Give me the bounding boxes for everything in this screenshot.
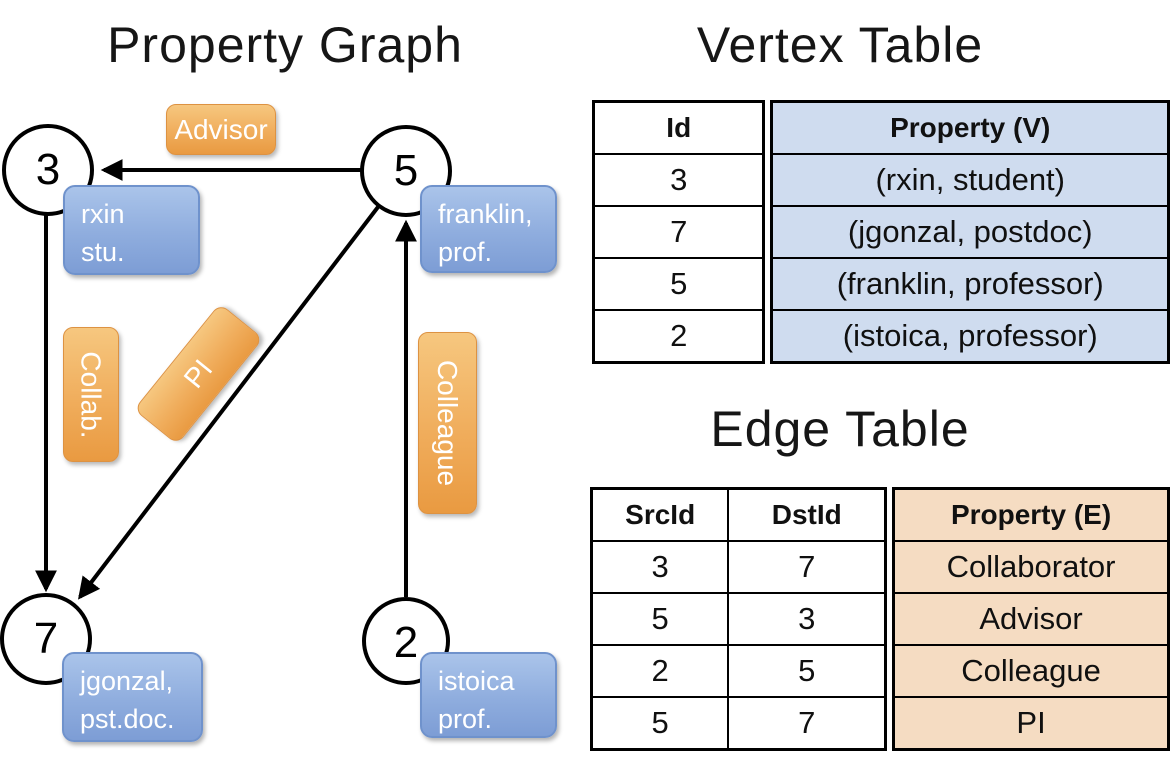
edge-srcid-header: SrcId <box>590 487 730 542</box>
edge-srcid-cell: 5 <box>590 696 730 751</box>
edge-dstid-cell: 7 <box>727 696 887 751</box>
node-id-2: 2 <box>393 618 419 667</box>
vertex-id-cell: 7 <box>592 205 765 259</box>
edge-dstid-cell: 3 <box>727 592 887 646</box>
vertex-property-line: franklin, <box>438 199 533 229</box>
vertex-property-box-5: franklin, prof. <box>420 185 557 273</box>
vertex-property-line: prof. <box>438 237 493 267</box>
table-row: (rxin, student) <box>770 153 1170 207</box>
table-row: (jgonzal, postdoc) <box>770 205 1170 259</box>
edge-table-title: Edge Table <box>710 401 970 457</box>
vertex-property-subtable: Property (V) (rxin, student) (jgonzal, p… <box>770 100 1170 364</box>
vertex-property-box-2: istoica prof. <box>420 652 557 738</box>
table-row: Colleague <box>892 644 1170 698</box>
edge-table: SrcId DstId 3 7 5 3 2 5 5 7 Property (E) <box>590 487 1170 751</box>
edge-ids-subtable: SrcId DstId 3 7 5 3 2 5 5 7 <box>590 487 888 751</box>
vertex-property-cell: (istoica, professor) <box>770 309 1170 364</box>
edge-dstid-cell: 7 <box>727 540 887 594</box>
edge-property-header: Property (E) <box>892 487 1170 542</box>
edge-srcid-cell: 2 <box>590 644 730 698</box>
vertex-property-line: pst.doc. <box>80 704 175 734</box>
vertex-id-subtable: Id 3 7 5 2 <box>592 100 766 364</box>
table-row: SrcId DstId <box>590 487 887 542</box>
vertex-property-line: prof. <box>438 704 493 734</box>
vertex-property-line: istoica <box>438 666 515 696</box>
table-row: 2 <box>592 309 765 364</box>
vertex-id-cell: 5 <box>592 257 765 311</box>
property-graph-title: Property Graph <box>107 17 463 73</box>
edge-property-cell: Colleague <box>892 644 1170 698</box>
edge-label-collab-text: Collab. <box>76 350 108 439</box>
edge-label-collab: Collab. <box>63 327 119 462</box>
edge-label-advisor: Advisor <box>166 104 276 155</box>
table-row: 5 <box>592 257 765 311</box>
table-row: Collaborator <box>892 540 1170 594</box>
table-row: Property (E) <box>892 487 1170 542</box>
vertex-id-cell: 3 <box>592 153 765 207</box>
table-row: 3 7 <box>590 540 887 594</box>
table-row: 7 <box>592 205 765 259</box>
edge-label-advisor-text: Advisor <box>174 113 268 145</box>
vertex-property-box-7: jgonzal, pst.doc. <box>62 652 203 742</box>
edge-property-cell: Advisor <box>892 592 1170 646</box>
vertex-property-cell: (franklin, professor) <box>770 257 1170 311</box>
edge-property-cell: PI <box>892 696 1170 751</box>
table-row: Id <box>592 100 765 155</box>
edge-dstid-header: DstId <box>727 487 887 542</box>
vertex-property-line: stu. <box>81 237 125 267</box>
vertex-property-line: rxin <box>81 199 125 229</box>
vertex-property-cell: (rxin, student) <box>770 153 1170 207</box>
table-row: PI <box>892 696 1170 751</box>
edge-srcid-cell: 3 <box>590 540 730 594</box>
vertex-id-header: Id <box>592 100 765 155</box>
table-row: Advisor <box>892 592 1170 646</box>
node-id-7: 7 <box>33 614 59 663</box>
vertex-table: Id 3 7 5 2 Property (V) (rxin, student) … <box>592 100 1170 364</box>
vertex-property-box-3: rxin stu. <box>63 185 200 275</box>
table-row: (franklin, professor) <box>770 257 1170 311</box>
vertex-table-title: Vertex Table <box>696 17 984 73</box>
table-row: 3 <box>592 153 765 207</box>
edge-property-subtable: Property (E) Collaborator Advisor Collea… <box>892 487 1170 751</box>
edge-label-pi-text: PI <box>177 353 219 394</box>
vertex-property-line: jgonzal, <box>80 666 174 696</box>
vertex-id-cell: 2 <box>592 309 765 364</box>
edge-dstid-cell: 5 <box>727 644 887 698</box>
vertex-property-header: Property (V) <box>770 100 1170 155</box>
table-row: Property (V) <box>770 100 1170 155</box>
table-row: (istoica, professor) <box>770 309 1170 364</box>
edge-arrow-pi-5-to-7 <box>77 205 380 600</box>
vertex-property-cell: (jgonzal, postdoc) <box>770 205 1170 259</box>
edge-label-colleague-text: Colleague <box>432 359 464 487</box>
table-row: 5 3 <box>590 592 887 646</box>
edge-label-colleague: Colleague <box>418 332 477 514</box>
node-id-3: 3 <box>35 145 61 194</box>
node-id-5: 5 <box>393 146 419 195</box>
table-row: 5 7 <box>590 696 887 751</box>
edge-property-cell: Collaborator <box>892 540 1170 594</box>
table-row: 2 5 <box>590 644 887 698</box>
edge-srcid-cell: 5 <box>590 592 730 646</box>
